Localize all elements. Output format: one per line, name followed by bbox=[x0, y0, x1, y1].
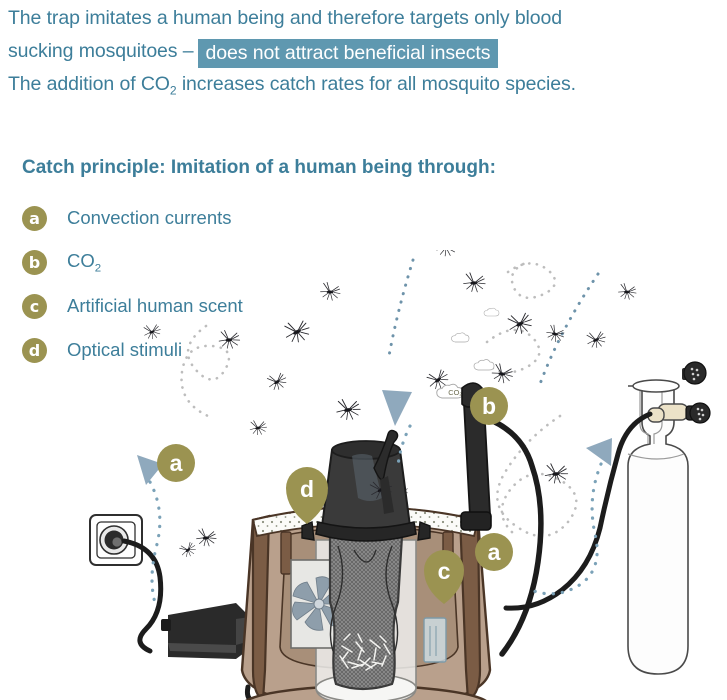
co2-cloud-label: CO₂ bbox=[448, 388, 462, 397]
list-item-label: Artificial human scent bbox=[67, 295, 243, 316]
cylinder-hose bbox=[503, 411, 653, 611]
catch-principle-list: a Convection currents b CO2 c Artificial… bbox=[22, 196, 243, 372]
badge-a: a bbox=[22, 205, 47, 231]
intro-line-3: The addition of CO2 increases catch rate… bbox=[8, 68, 724, 108]
marker-a-right: a bbox=[475, 533, 513, 571]
co2-subscript: 2 bbox=[94, 262, 102, 275]
list-item: c Artificial human scent bbox=[22, 284, 243, 328]
marker-a-right-label: a bbox=[488, 539, 501, 565]
wall-socket bbox=[89, 514, 143, 566]
marker-a-left: a bbox=[157, 444, 195, 482]
black-funnel-top bbox=[301, 440, 431, 542]
captured-mosquitoes bbox=[339, 633, 391, 671]
badge-c: c bbox=[22, 293, 47, 319]
list-item-label: Convection currents bbox=[67, 207, 232, 228]
intro-line-3-b: increases catch rates for all mosquito s… bbox=[176, 73, 576, 95]
marker-a-left-label: a bbox=[170, 450, 183, 476]
power-cable bbox=[121, 538, 164, 654]
co2-nozzle bbox=[373, 429, 399, 514]
marker-b-label: b bbox=[482, 393, 496, 419]
intro-line-3-a: The addition of CO bbox=[8, 73, 170, 95]
co2-cloud-group: CO₂ bbox=[436, 307, 500, 399]
marker-b: b bbox=[470, 387, 508, 425]
list-item: a Convection currents bbox=[22, 196, 243, 240]
list-item-label: Optical stimuli bbox=[67, 339, 183, 360]
co2-gas-cylinder bbox=[503, 361, 711, 675]
list-item: b CO2 bbox=[22, 240, 243, 284]
power-adapter bbox=[161, 603, 252, 659]
marker-c-pin: c bbox=[424, 550, 464, 604]
flight-paths bbox=[180, 260, 578, 538]
scent-dispenser bbox=[423, 617, 447, 663]
airflow-arrows bbox=[137, 390, 612, 485]
intro-paragraph: The trap imitates a human being and ther… bbox=[8, 2, 724, 108]
list-item-label-text: CO bbox=[67, 249, 95, 271]
list-item: d Optical stimuli bbox=[22, 328, 243, 372]
list-item-label: CO2 bbox=[67, 250, 101, 274]
airflow-dot-paths bbox=[148, 424, 603, 608]
marker-d-pin-label: d bbox=[300, 476, 314, 502]
highlight-badge: does not attract beneficial insects bbox=[197, 39, 499, 68]
trap-illustration: CO₂ bbox=[89, 250, 711, 700]
intro-line-2-prefix: sucking mosquitoes – bbox=[8, 40, 194, 62]
catch-principle-heading: Catch principle: Imitation of a human be… bbox=[22, 157, 496, 178]
catch-mesh-bag bbox=[328, 530, 404, 691]
marker-c-pin-label: c bbox=[438, 558, 451, 584]
flight-paths-blue bbox=[387, 258, 600, 386]
badge-d: d bbox=[22, 337, 47, 363]
badge-b: b bbox=[22, 249, 47, 275]
intro-line-1: The trap imitates a human being and ther… bbox=[8, 7, 563, 29]
co2-hose bbox=[483, 415, 544, 657]
intro-line-2: sucking mosquitoes –does not attract ben… bbox=[8, 35, 724, 68]
marker-d-pin: d bbox=[286, 467, 328, 524]
co2-subscript: 2 bbox=[169, 83, 177, 98]
